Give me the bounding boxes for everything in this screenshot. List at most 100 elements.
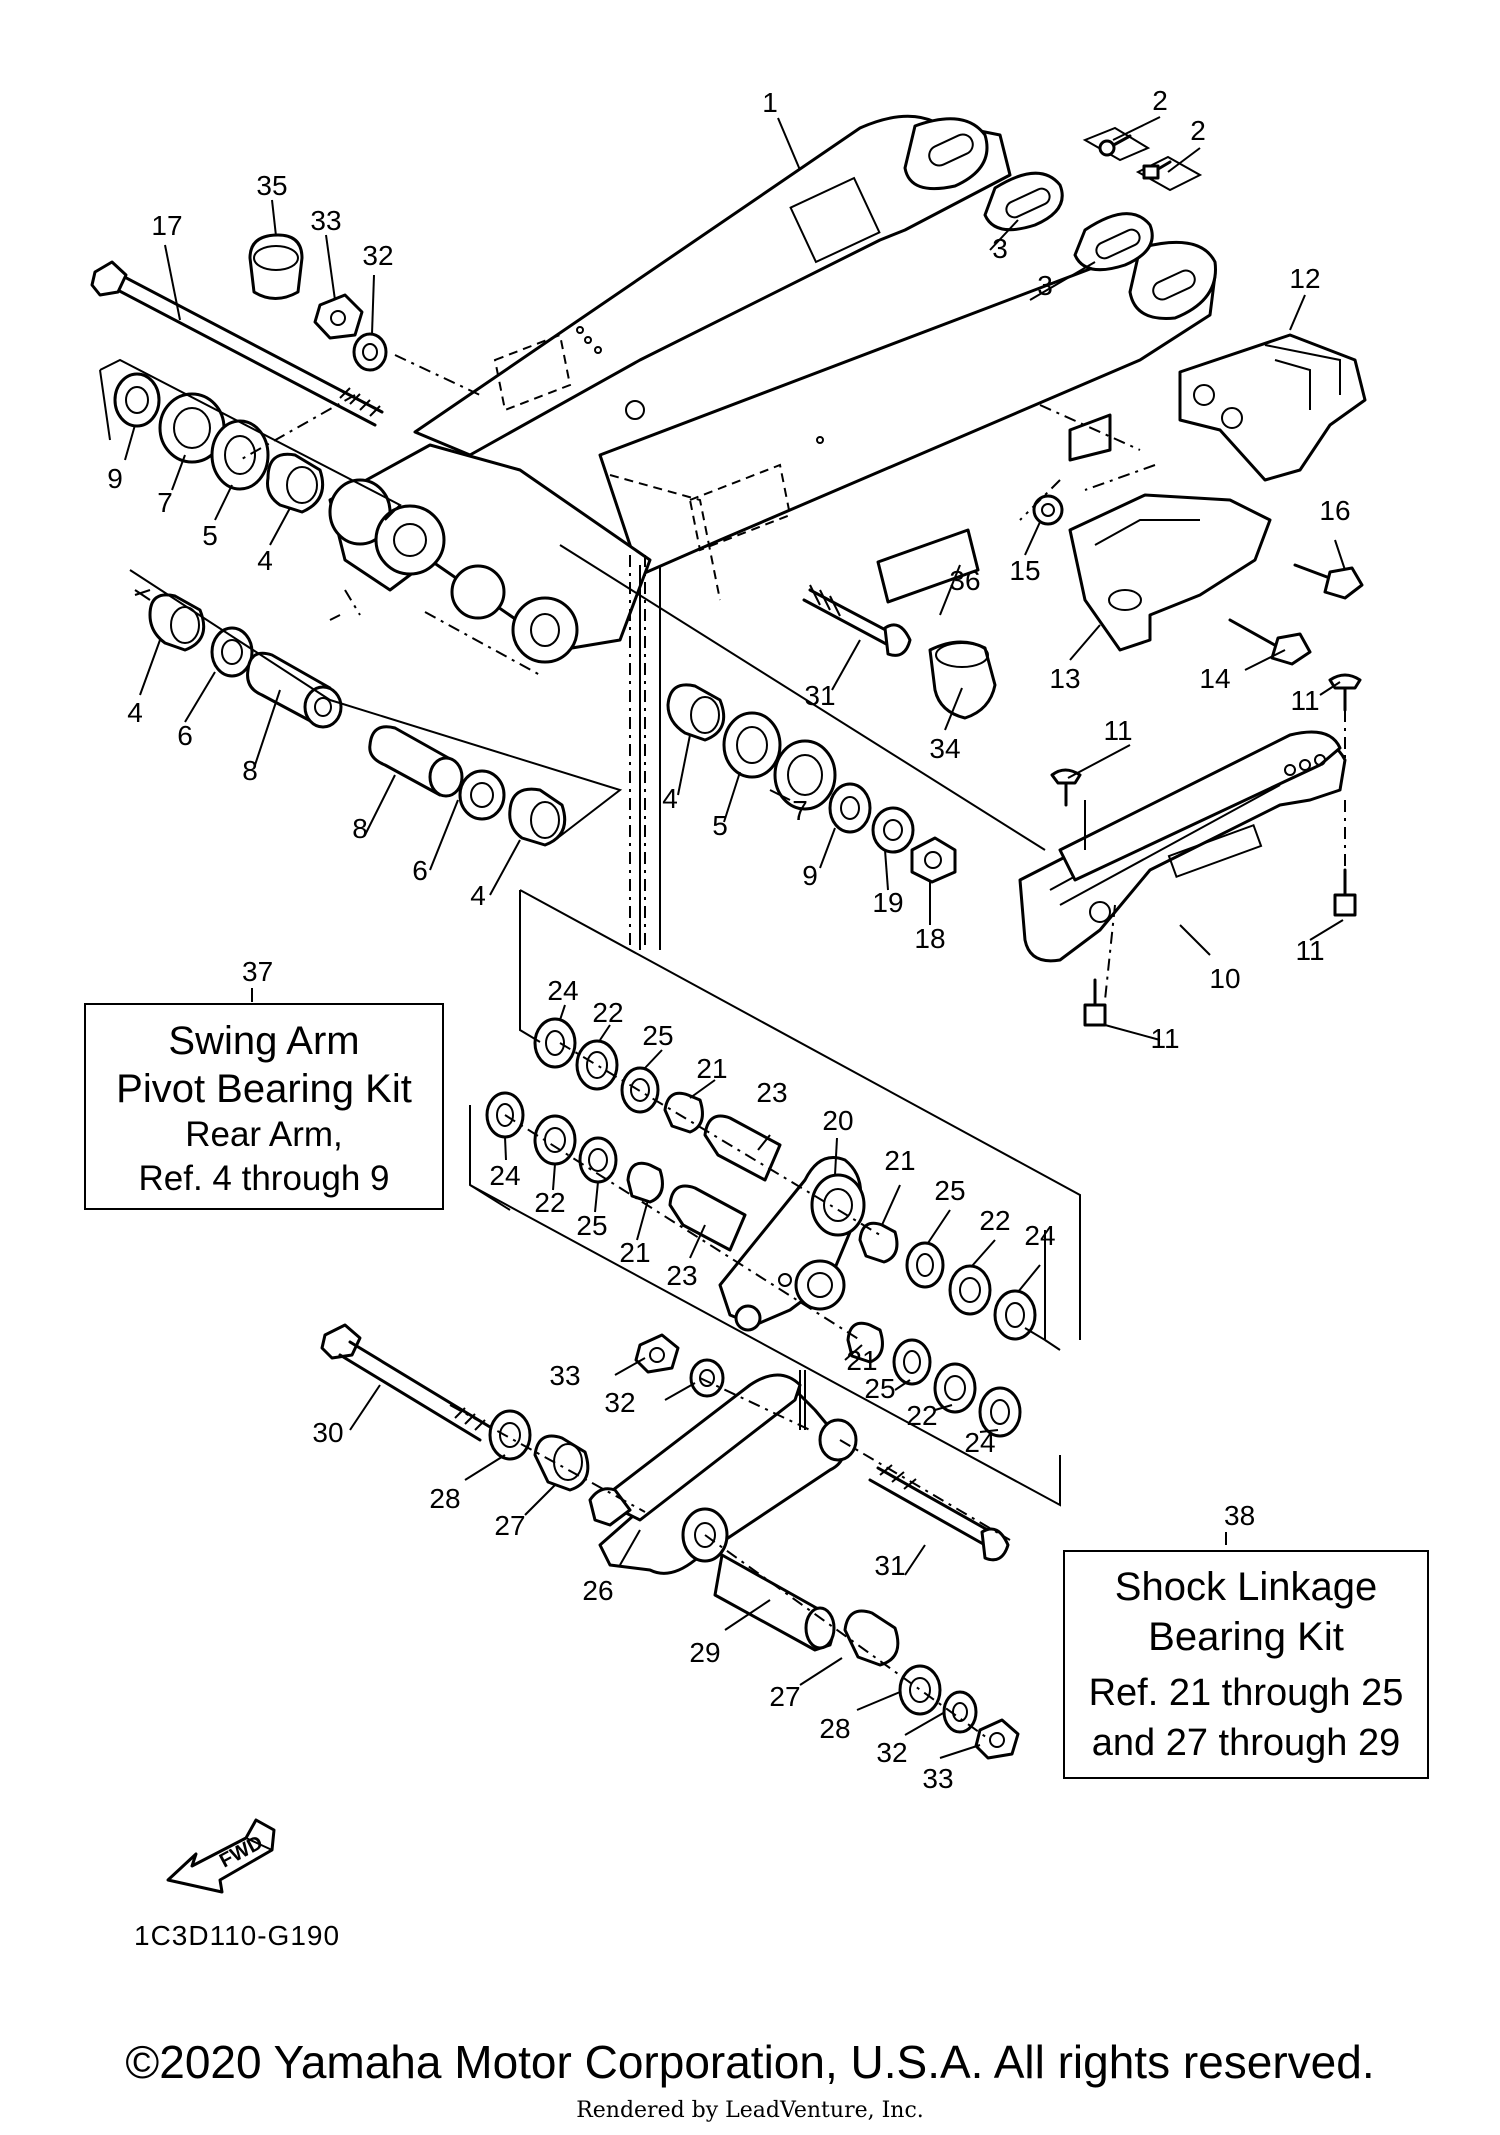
callout-number: 24: [489, 1160, 520, 1191]
bolt-cap-label-31-34-36: [802, 528, 997, 720]
callout-number: 9: [802, 860, 818, 891]
callout-number: 18: [914, 923, 945, 954]
copyright-notice: ©2020 Yamaha Motor Corporation, U.S.A. A…: [125, 2036, 1375, 2088]
callout-leader-lines: [124, 116, 1346, 1759]
bolt-part-30: [320, 1323, 492, 1442]
callout-number: 2: [1152, 85, 1168, 116]
callout-number: 33: [549, 1360, 580, 1391]
linkage-hardware: [488, 1333, 1020, 1760]
callout-number: 26: [582, 1575, 613, 1606]
swing-arm-kit-desc-line1: Rear Arm,: [185, 1115, 343, 1154]
callout-number: 4: [127, 697, 143, 728]
callout-number: 24: [964, 1427, 995, 1458]
shock-linkage-kit-ref-number: 38: [1224, 1500, 1256, 1531]
callout-number: 22: [534, 1187, 565, 1218]
swing-arm-kit-title-line2: Pivot Bearing Kit: [116, 1067, 412, 1111]
callout-number: 33: [310, 205, 341, 236]
callout-number: 23: [666, 1260, 697, 1291]
callout-number: 1: [762, 87, 778, 118]
callout-number: 5: [712, 810, 728, 841]
callout-number: 19: [872, 887, 903, 918]
swing-arm-kit-title-line1: Swing Arm: [168, 1019, 360, 1063]
callout-number: 25: [576, 1210, 607, 1241]
pivot-bearing-set-right: [666, 683, 957, 884]
callout-number: 3: [1037, 270, 1053, 301]
shock-kit-title-line2: Bearing Kit: [1148, 1615, 1344, 1659]
callout-number: 21: [846, 1345, 877, 1376]
callout-number: 7: [157, 487, 173, 518]
forward-arrow-icon: FWD: [166, 1818, 276, 1894]
shock-kit-desc-line2: and 27 through 29: [1091, 1722, 1401, 1764]
pivot-bearing-set-upper: [113, 372, 325, 514]
callout-number: 31: [874, 1550, 905, 1581]
callout-number: 4: [470, 880, 486, 911]
callout-number: 9: [107, 463, 123, 494]
callout-number: 15: [1009, 555, 1040, 586]
pivot-shaft-part-17: [90, 260, 384, 427]
collar-nut-washer-top: [248, 233, 388, 372]
callout-number: 12: [1289, 263, 1320, 294]
chain-guide-part-13: [1068, 493, 1272, 652]
callout-number: 17: [151, 210, 182, 241]
callout-number: 23: [756, 1077, 787, 1108]
callout-number: 21: [884, 1145, 915, 1176]
callout-number: 25: [934, 1175, 965, 1206]
callout-number: 32: [362, 240, 393, 271]
callout-number: 35: [256, 170, 287, 201]
chain-guide-part-12: [1178, 333, 1367, 482]
callout-number: 4: [662, 783, 678, 814]
connecting-rod-part-26: [588, 1373, 858, 1575]
callout-number: 22: [979, 1205, 1010, 1236]
callout-number: 24: [547, 975, 578, 1006]
rendered-by-credit: Rendered by LeadVenture, Inc.: [576, 2098, 924, 2123]
bolts-part-2: [1082, 126, 1203, 192]
adjuster-plates-part-3: [983, 171, 1154, 272]
callout-number: 22: [592, 997, 623, 1028]
callout-number: 16: [1319, 495, 1350, 526]
diagram-code: 1C3D110-G190: [134, 1920, 341, 1951]
callout-number: 2: [1190, 115, 1206, 146]
callout-number: 8: [352, 813, 368, 844]
callout-number: 6: [177, 720, 193, 751]
callout-number: 30: [312, 1417, 343, 1448]
callout-number: 31: [804, 680, 835, 711]
callout-number: 27: [494, 1510, 525, 1541]
chain-slider-part-10: [1018, 730, 1347, 963]
callout-number: 25: [864, 1373, 895, 1404]
callout-number: 21: [619, 1237, 650, 1268]
assembly-guide-lines: [99, 354, 1346, 1741]
callout-number: 5: [202, 520, 218, 551]
callout-number: 36: [949, 565, 980, 596]
callout-number: 24: [1024, 1220, 1055, 1251]
bolts-part-14-15-16: [1032, 494, 1364, 666]
callout-number: 20: [822, 1105, 853, 1136]
callout-number: 11: [1290, 685, 1319, 716]
callout-number: 29: [689, 1637, 720, 1668]
swing-arm-pivot-bearing-kit-box: Swing Arm Pivot Bearing Kit Rear Arm, Re…: [84, 1003, 444, 1210]
pivot-bearing-set-lower: [129, 569, 623, 847]
callout-number: 33: [922, 1763, 953, 1794]
callout-number: 3: [992, 233, 1008, 264]
callout-number: 34: [929, 733, 960, 764]
callout-number: 11: [1103, 715, 1132, 746]
shock-kit-desc-line1: Ref. 21 through 25: [1088, 1672, 1404, 1714]
callout-number: 32: [876, 1737, 907, 1768]
callout-number: 28: [819, 1713, 850, 1744]
callout-number: 22: [906, 1400, 937, 1431]
callout-number: 10: [1209, 963, 1240, 994]
shock-kit-title-line1: Shock Linkage: [1114, 1565, 1378, 1609]
swing-arm-kit-ref-number: 37: [242, 956, 274, 987]
callout-number: 32: [604, 1387, 635, 1418]
callout-number: 4: [257, 545, 273, 576]
callout-number: 11: [1150, 1023, 1179, 1054]
swing-arm-kit-desc-line2: Ref. 4 through 9: [138, 1159, 390, 1198]
shock-linkage-bearing-kit-box: Shock Linkage Bearing Kit Ref. 21 throug…: [1063, 1550, 1429, 1779]
callout-number: 8: [242, 755, 258, 786]
callout-number: 27: [769, 1681, 800, 1712]
callout-number: 21: [696, 1053, 727, 1084]
callout-number: 14: [1199, 663, 1230, 694]
callout-number: 25: [642, 1020, 673, 1051]
callout-number: 7: [792, 795, 808, 826]
